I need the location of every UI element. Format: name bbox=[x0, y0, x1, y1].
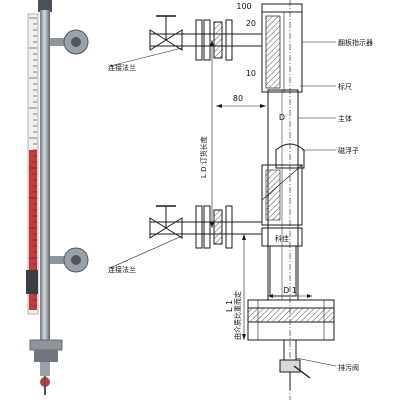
lower-connection-flange bbox=[149, 205, 262, 249]
photo-upper-flange bbox=[50, 29, 89, 55]
bottom-flange-3 bbox=[247, 321, 335, 341]
float-bulb bbox=[275, 143, 305, 169]
label-d1: D 1 bbox=[283, 286, 297, 295]
label-drain-valve: 排污阀 bbox=[338, 363, 359, 372]
label-float: 磁浮子 bbox=[338, 146, 359, 155]
indicator-scale-lower bbox=[265, 169, 281, 221]
label-body: 主体 bbox=[338, 114, 352, 123]
upper-connection-flange bbox=[149, 15, 262, 61]
bottom-flange-2 bbox=[247, 307, 335, 323]
photo-main-tube bbox=[40, 10, 50, 340]
indicator-box-upper bbox=[261, 11, 303, 93]
label-l1: 由介质比重而定 bbox=[233, 291, 242, 340]
gauge-photo bbox=[26, 0, 89, 395]
photo-red-level bbox=[29, 150, 37, 310]
photo-lower-flange bbox=[50, 247, 89, 273]
label-flange-top: 连接法兰 bbox=[108, 63, 136, 72]
bottom-flange-1 bbox=[247, 299, 335, 309]
photo-top-cap bbox=[38, 0, 52, 12]
label-flange-bottom: 连接法兰 bbox=[108, 265, 136, 274]
photo-bottom-flange bbox=[29, 339, 63, 395]
label-d: D bbox=[279, 113, 285, 122]
float-section bbox=[261, 164, 303, 226]
photo-junction-box bbox=[26, 270, 38, 294]
label-scale: 标尺 bbox=[338, 82, 352, 91]
scale-tick-10: 10 bbox=[246, 69, 256, 78]
label-brand: 科佳 bbox=[275, 234, 289, 243]
indicator-scale-upper bbox=[265, 15, 281, 89]
label-dim-100: 100 bbox=[236, 2, 251, 11]
technical-drawing bbox=[109, 0, 337, 400]
scale-tick-20: 20 bbox=[246, 19, 256, 28]
label-ld: L D 订货长度 bbox=[199, 136, 208, 178]
photo-scale-ticks bbox=[29, 17, 37, 307]
label-flip-indicator: 翻板指示器 bbox=[338, 38, 373, 47]
label-l1-code: L 1 bbox=[225, 300, 234, 312]
label-dim-80: 80 bbox=[233, 94, 243, 103]
